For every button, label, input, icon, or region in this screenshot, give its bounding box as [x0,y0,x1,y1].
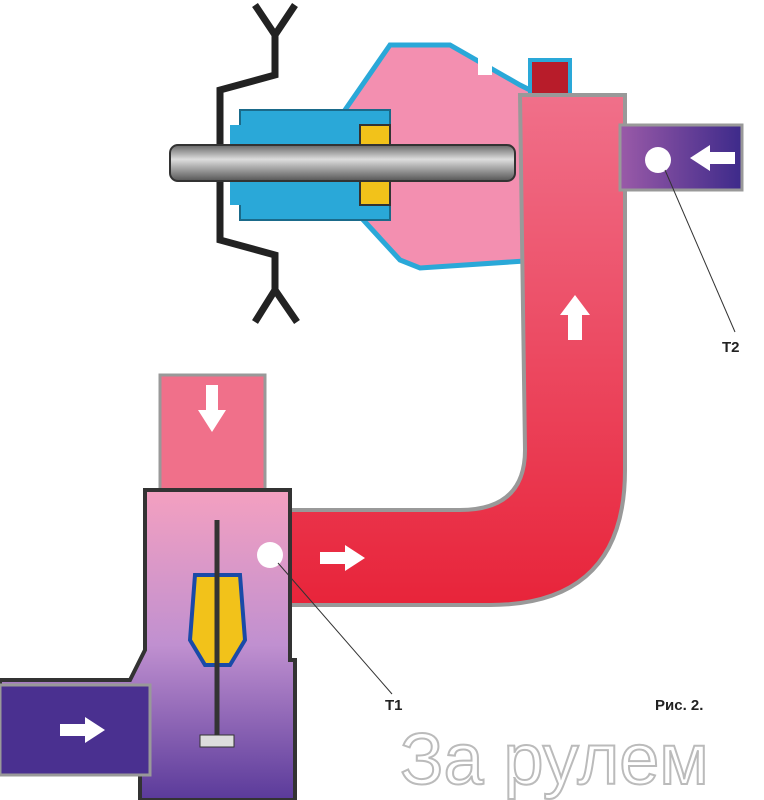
figure-caption: Рис. 2. [655,697,703,714]
thermostat-valve [199,734,235,748]
arrow-right-icon [320,545,365,571]
label-t2: T2 [722,339,740,356]
label-t1: T1 [385,697,403,714]
pulley [216,3,300,324]
sensor-t1 [257,542,283,568]
arrow-left-icon [690,145,735,171]
arrow-up-icon [470,30,500,75]
outlet-pipe [288,93,627,607]
arrow-right-icon [60,717,105,743]
arrow-up-icon [560,295,590,340]
pump-shaft [169,144,516,182]
sensor-t2 [645,147,671,173]
watermark: За рулем [400,720,709,800]
leader-line-t2 [664,169,736,333]
leader-line-t1 [277,562,393,695]
arrow-down-icon [198,385,226,432]
